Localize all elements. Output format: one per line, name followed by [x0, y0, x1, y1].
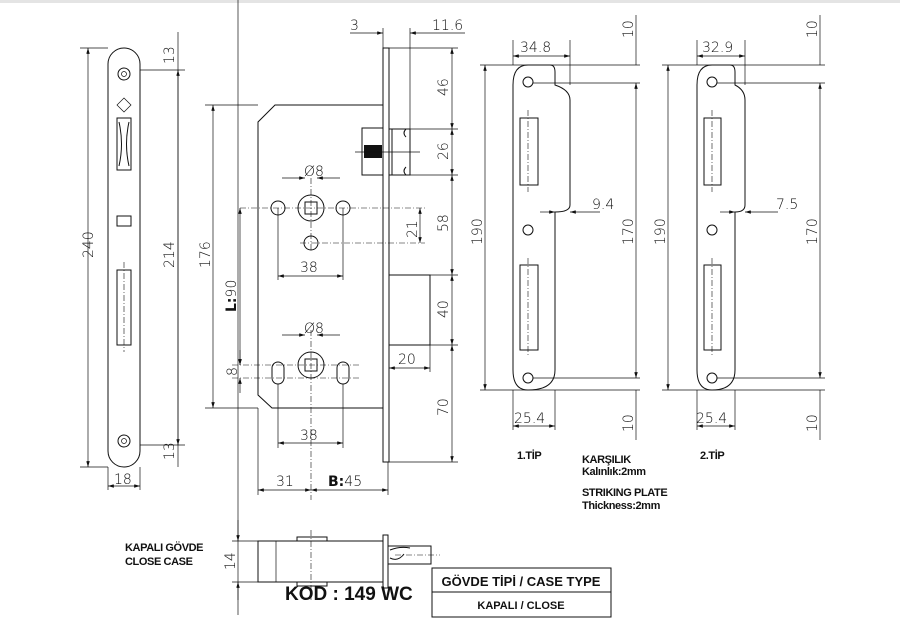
- p2-dim-10-bottom: 10: [805, 414, 821, 432]
- dim-20: 20: [398, 352, 416, 368]
- dim-21: 21: [405, 220, 421, 238]
- dim-240: 240: [81, 231, 97, 258]
- p1-dim-190: 190: [470, 218, 486, 245]
- kale-logo-icon: [116, 215, 132, 227]
- p1-dim-width: 34.8: [520, 40, 551, 56]
- svg-text:B:45: B:45: [328, 474, 362, 490]
- table-value: KAPALI / CLOSE: [477, 600, 564, 612]
- product-code: KOD : 149 WC: [285, 584, 413, 605]
- dim-90: 90: [224, 280, 240, 298]
- dim-b-prefix: B:: [328, 474, 344, 490]
- dim-70: 70: [436, 398, 452, 416]
- svg-text:L:90: L:90: [224, 280, 240, 312]
- p1-dim-10-bottom: 10: [621, 414, 637, 432]
- dim-176: 176: [198, 241, 214, 268]
- p2-dim-190: 190: [653, 218, 669, 245]
- lock-body-view: 38 Ø8 21 38 Ø8 8 L:90 176 3 11.6: [198, 18, 465, 500]
- dim-8: 8: [225, 367, 241, 376]
- dim-l-prefix: L:: [224, 297, 240, 312]
- p2-dim-25-4: 25.4: [696, 411, 727, 427]
- dim-58: 58: [436, 214, 452, 232]
- striking-plate-en: STRIKING PLATE: [582, 487, 667, 499]
- p1-dim-170: 170: [621, 218, 637, 245]
- p1-dim-25-4: 25.4: [514, 411, 545, 427]
- section-label-tr: KAPALI GÖVDE: [125, 541, 203, 554]
- dim-11-6: 11.6: [432, 18, 463, 34]
- dim-38-upper: 38: [300, 260, 318, 276]
- dim-45: 45: [344, 474, 362, 490]
- faceplate-view: 240 214 13 13 18: [80, 32, 185, 490]
- striking-plate-en-thickness: Thickness:2mm: [582, 500, 661, 512]
- dim-18: 18: [114, 472, 132, 488]
- dim-13-top: 13: [162, 46, 178, 64]
- dim-214: 214: [162, 241, 178, 268]
- p1-dim-9-4: 9.4: [592, 197, 614, 213]
- p1-dim-10-top: 10: [621, 20, 637, 38]
- brand-logo-icon: [116, 97, 132, 113]
- dim-14: 14: [223, 552, 239, 570]
- section-view: 14 KAPALI GÖVDE CLOSE CASE: [125, 0, 440, 615]
- table-header: GÖVDE TİPİ / CASE TYPE: [442, 574, 601, 589]
- dim-3: 3: [350, 18, 359, 34]
- dim-26: 26: [436, 142, 452, 160]
- type2-label: 2.TİP: [700, 449, 724, 462]
- dim-dia8-upper: Ø8: [304, 164, 324, 180]
- striking-plate-type1: 34.8 190 170 10 10 9.4 25.4 1.TİP: [470, 15, 640, 462]
- striking-plate-tr: KARŞILIK: [582, 454, 631, 466]
- dim-31: 31: [276, 474, 294, 490]
- p2-dim-7-5: 7.5: [776, 197, 798, 213]
- dim-38-lower: 38: [300, 428, 318, 444]
- case-type-table: GÖVDE TİPİ / CASE TYPE KAPALI / CLOSE: [431, 567, 612, 618]
- dim-dia8-lower: Ø8: [304, 321, 324, 337]
- striking-plate-tr-thickness: Kalınlık:2mm: [582, 466, 646, 478]
- striking-plate-type2: 32.9 190 170 10 10 7.5 25.4 2.TİP: [653, 15, 825, 462]
- section-label-en: CLOSE CASE: [125, 556, 193, 568]
- dim-40: 40: [436, 300, 452, 318]
- dim-46: 46: [436, 78, 452, 96]
- p2-dim-width: 32.9: [702, 40, 733, 56]
- p2-dim-10-top: 10: [805, 20, 821, 38]
- p2-dim-170: 170: [805, 218, 821, 245]
- dim-13-bottom: 13: [162, 442, 178, 460]
- type1-label: 1.TİP: [517, 449, 541, 462]
